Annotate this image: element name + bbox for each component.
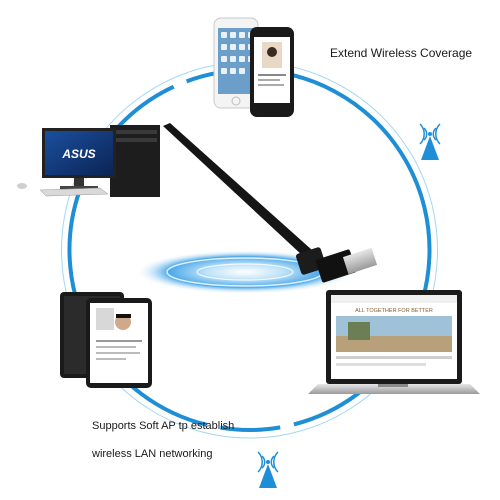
tablet-icon [86,298,152,388]
desktop-computer-icon: ASUS [17,125,160,197]
wifi-signal-icon [419,123,441,160]
usb-adapter-icon [163,123,378,283]
monitor-brand: ASUS [61,147,95,161]
extend-coverage-caption: Extend Wireless Coverage [330,46,473,60]
laptop-icon: ALL TOGETHER FOR BETTER [308,290,480,394]
soft-ap-caption-line1: Supports Soft AP tp establish [92,420,235,432]
phone-icon [213,17,259,109]
wifi-signal-icon [257,451,279,488]
phone-icon [250,27,294,117]
soft-ap-caption-line2: wireless LAN networking [92,448,213,460]
laptop-screen-heading: ALL TOGETHER FOR BETTER [355,308,433,314]
